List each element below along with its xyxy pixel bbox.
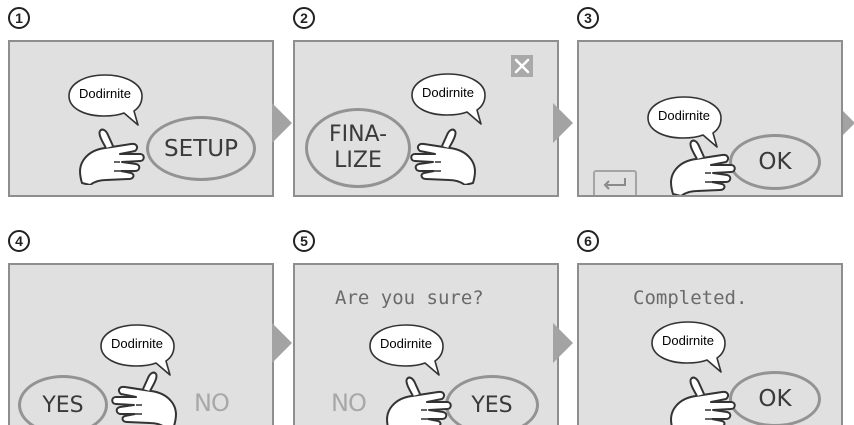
ok-button[interactable]: OK xyxy=(729,371,821,425)
lcd-screen: Are you sure? NO YES Dodirnite xyxy=(293,263,559,425)
ok-button-label: OK xyxy=(758,149,792,175)
lcd-screen: FINA- LIZE Dodirnite xyxy=(293,40,559,197)
step-5: 5 Are you sure? NO YES Dodirnite xyxy=(293,230,559,425)
step-number: 3 xyxy=(577,7,599,29)
finalize-label-line2: LIZE xyxy=(334,148,382,173)
bubble-text: Dodirnite xyxy=(379,336,433,351)
ok-button-label: OK xyxy=(758,386,792,412)
pointing-hand-icon xyxy=(409,127,479,185)
lcd-screen: YES NO Dodirnite xyxy=(8,263,274,425)
lcd-screen: SETUP Dodirnite xyxy=(8,40,274,197)
return-icon xyxy=(603,178,626,190)
close-button[interactable] xyxy=(511,55,533,77)
ok-button[interactable]: OK xyxy=(729,134,821,190)
step-4: 4 YES NO Dodirnite xyxy=(8,230,274,425)
step-3: 3 OK Dodirnite xyxy=(577,7,843,207)
confirm-message: Are you sure? xyxy=(335,287,484,309)
step-6: 6 Completed. OK Dodirnite xyxy=(577,230,843,425)
finalize-label-line1: FINA- xyxy=(328,122,388,147)
bubble-text: Dodirnite xyxy=(110,336,164,351)
finalize-button[interactable]: FINA- LIZE xyxy=(305,108,411,188)
lcd-screen: OK Dodirnite xyxy=(577,40,843,197)
step-number: 1 xyxy=(8,7,30,29)
step-number: 6 xyxy=(577,230,599,252)
lcd-screen: Completed. OK Dodirnite xyxy=(577,263,843,425)
next-step-arrow-icon xyxy=(553,103,573,143)
step-2: 2 FINA- LIZE Dodirnite xyxy=(293,7,559,207)
bubble-text: Dodirnite xyxy=(78,86,132,101)
yes-button-label: YES xyxy=(42,392,84,418)
step-1: 1 SETUP Dodirnite xyxy=(8,7,274,207)
pointing-hand-icon xyxy=(110,370,180,425)
yes-button-label: YES xyxy=(471,392,513,418)
no-button-label: NO xyxy=(194,389,230,417)
step-number: 5 xyxy=(293,230,315,252)
next-step-arrow-icon xyxy=(272,323,292,363)
bubble-text: Dodirnite xyxy=(421,85,475,100)
bubble-text: Dodirnite xyxy=(661,333,715,348)
step-number: 2 xyxy=(293,7,315,29)
no-button[interactable]: NO xyxy=(331,389,367,417)
setup-button-label: SETUP xyxy=(164,135,238,162)
pointing-hand-icon xyxy=(383,375,453,425)
close-icon xyxy=(514,58,530,74)
next-step-arrow-icon xyxy=(843,103,854,143)
completed-message: Completed. xyxy=(633,287,748,309)
yes-button[interactable]: YES xyxy=(445,375,539,425)
next-step-arrow-icon xyxy=(272,103,292,143)
no-button[interactable]: NO xyxy=(194,389,230,417)
return-button[interactable] xyxy=(593,170,637,195)
no-button-label: NO xyxy=(331,389,367,417)
setup-button[interactable]: SETUP xyxy=(146,116,256,181)
pointing-hand-icon xyxy=(667,375,737,425)
bubble-text: Dodirnite xyxy=(657,108,711,123)
pointing-hand-icon xyxy=(76,127,146,185)
yes-button[interactable]: YES xyxy=(18,375,108,425)
step-number: 4 xyxy=(8,230,30,252)
next-step-arrow-icon xyxy=(553,323,573,363)
